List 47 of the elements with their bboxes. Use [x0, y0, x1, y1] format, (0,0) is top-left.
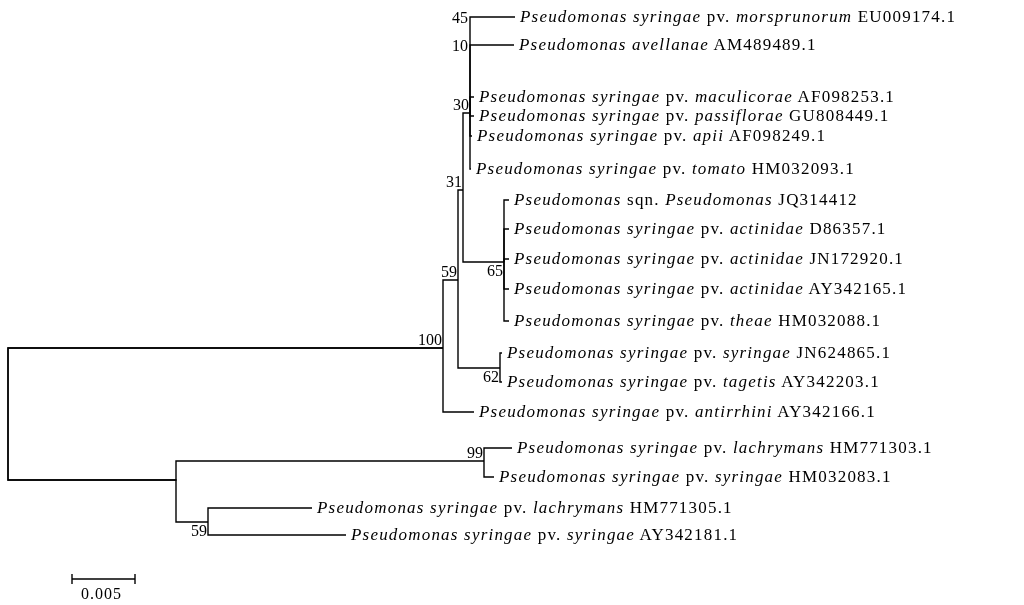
- bootstrap-value: 31: [446, 173, 463, 190]
- tree-branch: [469, 112, 475, 117]
- bootstrap-value: 99: [467, 444, 484, 461]
- bootstrap-value: 59: [191, 522, 208, 539]
- tree-branch: [462, 112, 471, 191]
- taxon-label: Pseudomonas syringae pv. actinidae JN172920.1: [509, 248, 905, 270]
- taxon-label: Pseudomonas syringae pv. lachrymans HM771305.1: [312, 497, 733, 519]
- bootstrap-value: 65: [487, 262, 504, 279]
- taxon-label: Pseudomonas syringae pv. antirrhini AY342166.1: [474, 401, 876, 423]
- tree-branch: [469, 112, 472, 170]
- bootstrap-value: 45: [452, 8, 468, 26]
- taxon-label: Pseudomonas syringae pv. syringae JN624865.1: [502, 342, 892, 364]
- tree-branch: [457, 279, 501, 369]
- taxon-label: Pseudomonas sqn. Pseudomonas JQ314412: [509, 189, 858, 211]
- tree-branch: [462, 189, 505, 263]
- tree-branch: [483, 460, 495, 478]
- taxon-label: Pseudomonas syringae pv. theae HM032088.1: [509, 310, 882, 332]
- tree-branch: [207, 521, 347, 536]
- taxon-label: Pseudomonas syringae pv. syringae AY342181.1: [346, 524, 739, 546]
- tree-branch: [503, 258, 510, 263]
- taxon-label: Pseudomonas avellanae AM489489.1: [514, 34, 817, 56]
- tree-branch: [442, 279, 459, 349]
- tree-branch: [7, 347, 444, 523]
- bootstrap-value: 30: [453, 96, 470, 113]
- tree-branch: [483, 447, 513, 462]
- bootstrap-value: 100: [418, 331, 443, 348]
- tree-branch: [469, 96, 475, 114]
- taxon-label: Pseudomonas syringae pv. syringae HM032083.1: [494, 466, 892, 488]
- bootstrap-value: 59: [441, 263, 458, 280]
- taxon-label: Pseudomonas syringae pv. lachrymans HM771303.1: [512, 437, 933, 459]
- bootstrap-value: 10: [452, 36, 468, 54]
- scale-label: 0.005: [81, 585, 122, 602]
- tree-branch: [442, 347, 475, 413]
- taxon-label: Pseudomonas syringae pv. actinidae D86357.1: [509, 218, 887, 240]
- taxon-label: Pseudomonas syringae pv. morsprunorum EU009174.1: [515, 6, 957, 28]
- taxon-label: Pseudomonas syringae pv. actinidae AY342165.1: [509, 278, 908, 300]
- taxon-label: Pseudomonas syringae pv. passiflorae GU808449.1: [474, 105, 890, 127]
- taxon-label: Pseudomonas syringae pv. apii AF098249.1: [472, 125, 827, 147]
- tree-branch: [499, 352, 503, 369]
- tree-branch: [457, 189, 464, 281]
- tree-branch: [503, 261, 510, 322]
- taxon-label: Pseudomonas syringae pv. tomato HM032093.1: [471, 158, 855, 180]
- bootstrap-value: 62: [483, 368, 500, 385]
- tree-branch: [499, 367, 503, 383]
- taxon-label: Pseudomonas syringae pv. tagetis AY342203.1: [502, 371, 880, 393]
- taxon-label: Pseudomonas syringae pv. maculicorae AF098253.1: [474, 86, 896, 108]
- tree-branch: [207, 507, 313, 523]
